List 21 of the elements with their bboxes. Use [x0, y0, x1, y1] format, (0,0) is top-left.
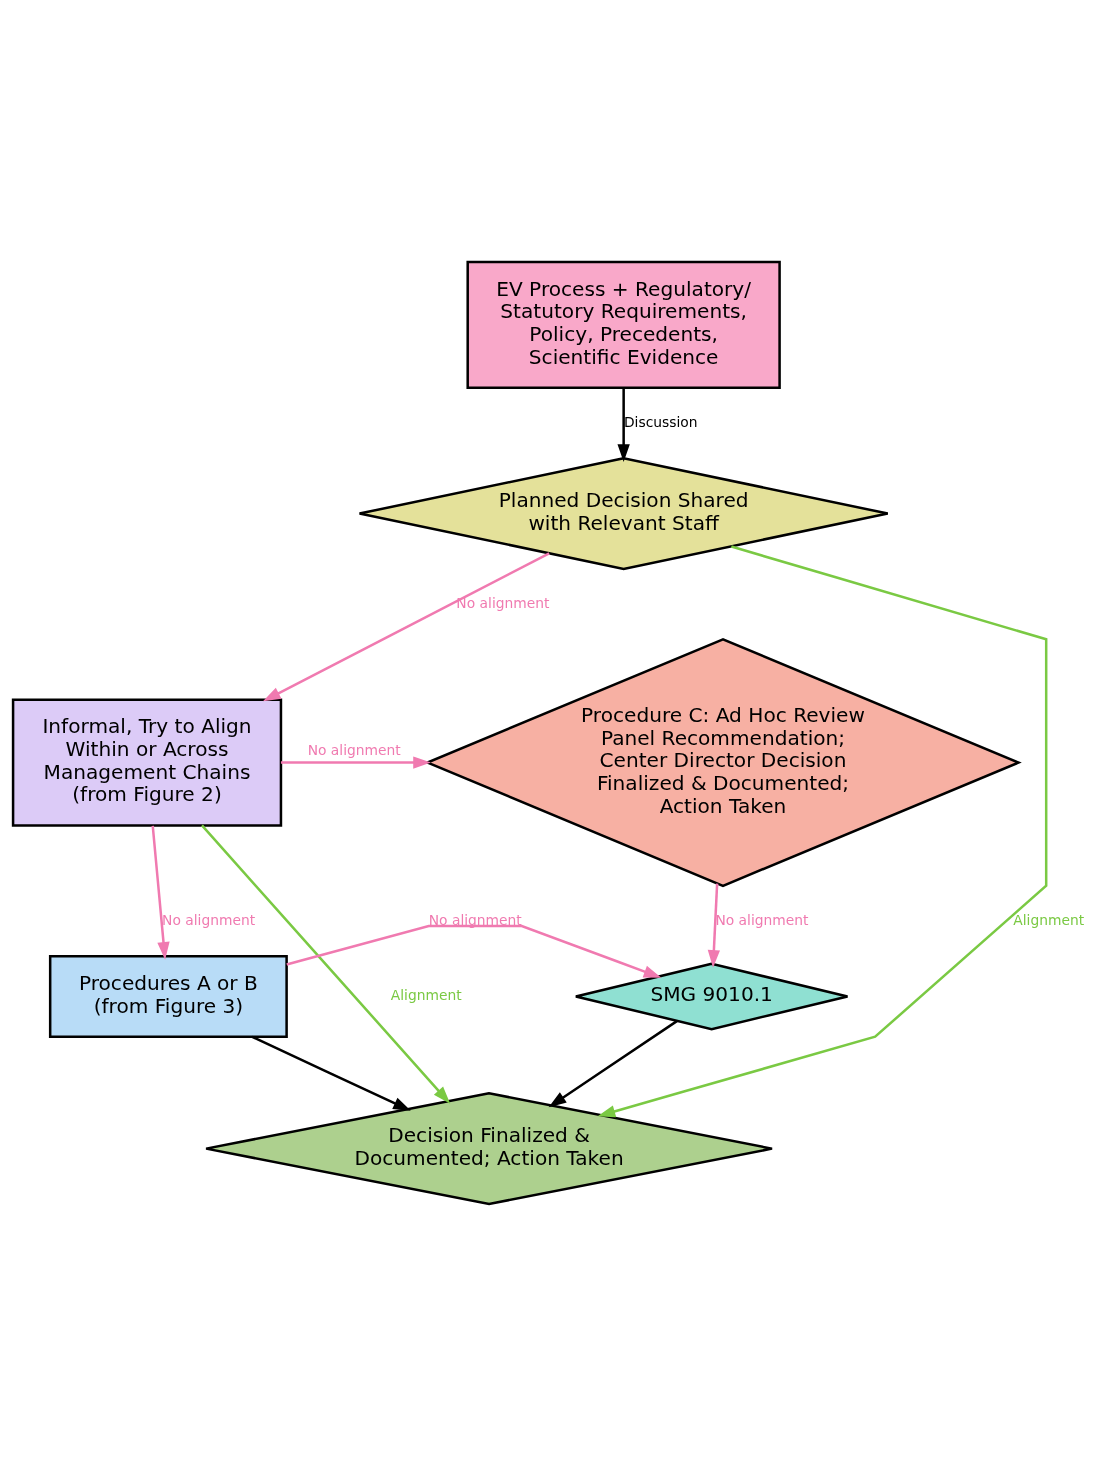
edge-label: Alignment	[390, 986, 462, 1003]
arrow	[151, 825, 170, 960]
arrow	[617, 388, 630, 462]
node-box: EV Process + Regulatory/ Statutory Requirements, Policy, Precedents, Scientific Evidence	[466, 260, 781, 390]
arrow	[251, 1035, 411, 1111]
edge-label: No alignment	[715, 911, 809, 928]
edge-label: No alignment	[162, 911, 256, 928]
node-box: Procedures A or B (from Figure 3)	[48, 954, 288, 1038]
arrow	[262, 552, 550, 702]
arrow	[548, 1020, 678, 1108]
arrow	[597, 545, 1048, 1118]
edge-label: Alignment	[1013, 911, 1085, 928]
arrow	[201, 824, 451, 1104]
edge-label: No alignment	[307, 741, 401, 758]
edge-label: No alignment	[428, 911, 522, 928]
arrow	[707, 883, 721, 968]
arrow	[280, 756, 431, 769]
edge-label: Discussion	[623, 413, 698, 430]
node-diamond: Planned Decision Shared with Relevant Staff	[358, 456, 889, 571]
node-box: Informal, Try to Align Within or Across Management Chains (from Figure 2)	[11, 698, 283, 827]
arrow	[286, 924, 662, 978]
